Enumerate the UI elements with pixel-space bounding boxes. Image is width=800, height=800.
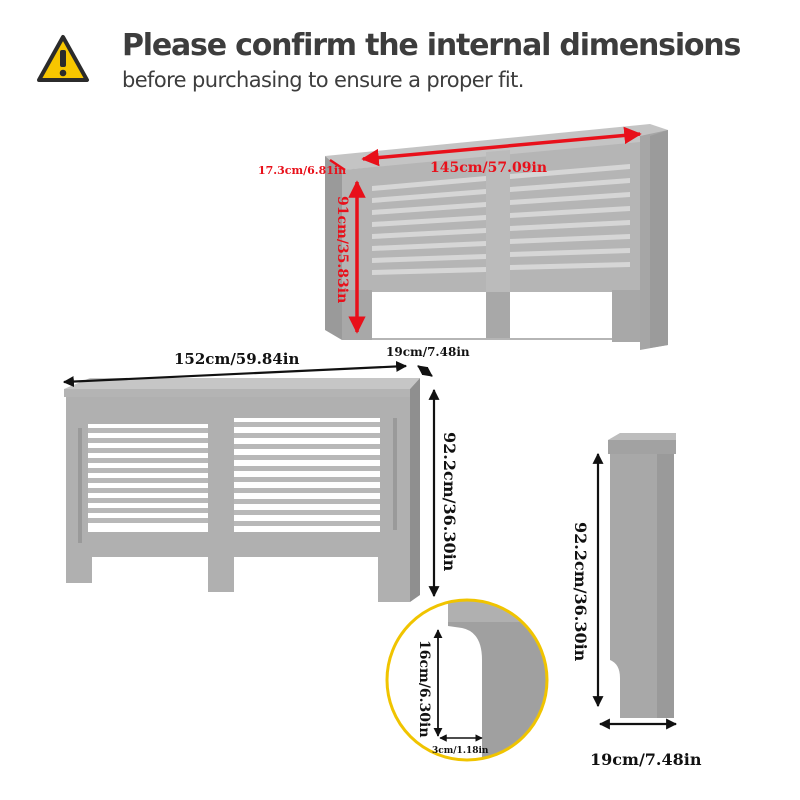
internal-width-arrow bbox=[361, 126, 642, 167]
front-view-cabinet bbox=[64, 378, 420, 602]
headline: Please confirm the internal dimensions bbox=[122, 28, 741, 63]
detail-width-label: 3cm/1.18in bbox=[432, 746, 489, 756]
front-width-arrow bbox=[62, 360, 408, 388]
internal-height-label: 91cm/35.83in bbox=[334, 196, 350, 303]
subline: before purchasing to ensure a proper fit… bbox=[122, 68, 524, 92]
internal-depth-label: 17.3cm/6.81in bbox=[258, 164, 346, 177]
side-height-label: 92.2cm/36.30in bbox=[571, 522, 590, 662]
front-height-label: 92.2cm/36.30in bbox=[440, 432, 459, 572]
side-view-cabinet bbox=[608, 433, 676, 718]
internal-view-cabinet bbox=[325, 124, 668, 350]
internal-depth-arrow bbox=[329, 158, 346, 172]
side-depth-label: 19cm/7.48in bbox=[590, 750, 702, 769]
internal-width-label: 145cm/57.09in bbox=[430, 160, 547, 176]
front-depth-arrow bbox=[417, 365, 433, 377]
warning-triangle-icon bbox=[37, 35, 89, 82]
detail-height-label: 16cm/6.30in bbox=[416, 640, 432, 738]
foot-detail-zoom bbox=[385, 598, 549, 762]
front-width-label: 152cm/59.84in bbox=[174, 350, 299, 368]
front-depth-label: 19cm/7.48in bbox=[386, 345, 470, 359]
